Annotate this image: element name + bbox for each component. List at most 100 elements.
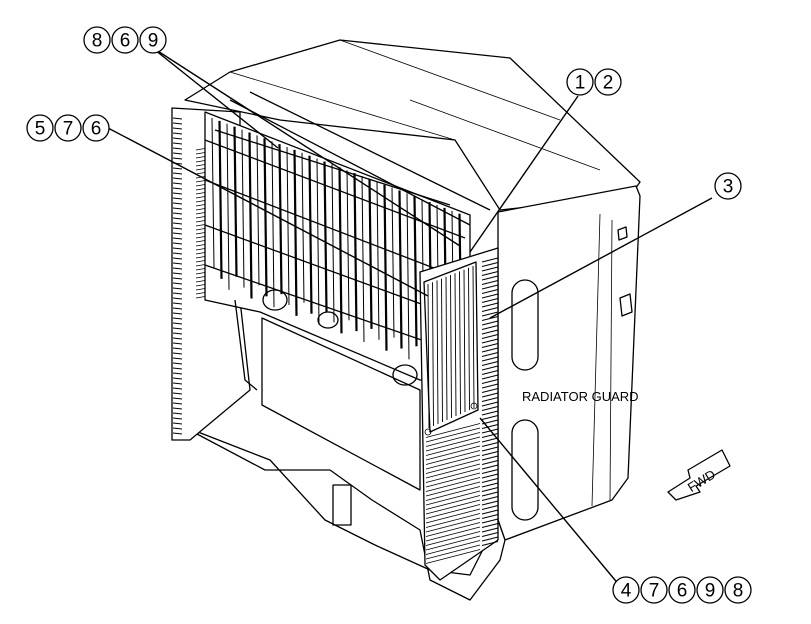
left-louver-line: [172, 312, 183, 315]
door-louver-line: [481, 406, 499, 411]
door-lower-louver-line: [425, 490, 481, 506]
left-louver-line: [172, 142, 183, 145]
door-louver-line: [481, 410, 499, 416]
door-louver-line: [481, 509, 499, 515]
door-louver-line: [481, 455, 499, 461]
left-louver-line: [172, 392, 183, 395]
door-lower-louver-line: [425, 472, 481, 488]
door-louver-line: [481, 473, 499, 479]
left-louver-line: [172, 412, 183, 415]
left-louver-line: [172, 247, 183, 250]
guard-body-outline: [179, 39, 641, 601]
left-louver-line: [172, 152, 183, 155]
core-fin-line: [331, 164, 335, 323]
screen-bar-line: [454, 273, 457, 417]
left-louver-line: [172, 332, 183, 335]
door-lower-louver-line: [425, 508, 481, 524]
left-louver-line: [172, 377, 183, 380]
left-louver-line: [172, 217, 183, 220]
left-louver-line: [172, 132, 183, 135]
door-louver-line: [481, 356, 499, 362]
core-fin-line: [271, 141, 275, 308]
core-fin-line: [391, 187, 395, 338]
callout-576-num-2: 7: [63, 119, 74, 140]
door-lower-louver-line: [425, 468, 481, 483]
callout-47698-num-2: 7: [649, 581, 660, 602]
callout-576: 5 7 6: [26, 114, 110, 142]
left-louver-line: [172, 117, 183, 120]
door-louver-line: [481, 392, 499, 398]
core-fin-line: [413, 196, 418, 347]
door-louver-line: [481, 361, 499, 366]
door-lower-louver-line: [425, 513, 481, 528]
leader-47698: [479, 417, 621, 587]
door-louver-line: [481, 424, 499, 429]
door-louver-line: [481, 379, 499, 384]
callout-869-num-3: 9: [148, 31, 159, 52]
screen-bar-line: [441, 278, 443, 423]
door-louver-line: [481, 370, 499, 375]
door-louver-line: [481, 487, 499, 492]
core-fin-line: [286, 146, 290, 306]
door-louver-line: [481, 257, 499, 263]
left-louver-line: [172, 267, 183, 270]
left-louver-line: [172, 387, 183, 390]
left-louver-line: [172, 177, 183, 180]
left-louver-line: [172, 137, 183, 140]
screen-bar-line: [472, 265, 475, 409]
door-lower-louver-line: [425, 477, 481, 492]
left-louver-line: [172, 282, 183, 285]
door-lower-louver-line: [425, 535, 481, 551]
left-louver-line: [172, 257, 183, 260]
door-louver-line: [481, 271, 499, 276]
left-louver-line: [172, 237, 183, 240]
door-lower-louver-line: [425, 522, 481, 537]
left-louver-line: [172, 357, 183, 360]
left-louver-line: [172, 187, 183, 190]
door-louver-line: [481, 374, 499, 380]
door-louver-line: [481, 280, 499, 285]
left-louver-line: [172, 362, 183, 365]
callout-47698-num-4: 9: [705, 581, 716, 602]
door-lower-louver-line: [425, 427, 481, 443]
left-louver-line: [172, 197, 183, 200]
callout-47698-num-3: 6: [677, 581, 688, 602]
leader-3: [489, 197, 713, 319]
door-louver-line: [481, 437, 499, 443]
core-fin-line: [346, 170, 350, 321]
left-louver-line: [172, 382, 183, 385]
left-louver-line: [172, 307, 183, 310]
door-lower-louver-line: [425, 549, 481, 564]
door-lower-louver-line: [425, 445, 481, 461]
left-louver-line: [172, 337, 183, 340]
callout-balloons: 8 6 9 5 7 6 1 2 3 4 7 6 9 8: [26, 26, 752, 604]
left-louver-line: [172, 172, 183, 175]
core-fin-line: [376, 181, 380, 340]
left-louver-line: [172, 347, 183, 350]
door-louver-line: [481, 536, 499, 542]
left-louver-line: [172, 407, 183, 410]
callout-47698: 4 7 6 9 8: [612, 576, 752, 604]
door-louver-line: [481, 397, 499, 402]
door-louver-line: [481, 518, 499, 524]
core-fin-line: [293, 149, 298, 316]
door-louver-line: [481, 262, 499, 267]
screen-bar-line: [459, 271, 461, 415]
core-fin-line: [368, 178, 373, 329]
left-louver-line: [172, 242, 183, 245]
leader-lines: [107, 45, 713, 587]
door-louver-line: [481, 325, 499, 330]
door-lower-louver-line: [425, 499, 481, 515]
door-louver-line: [481, 352, 499, 357]
door-lower-louver-line: [425, 526, 481, 542]
left-louver-line: [172, 327, 183, 330]
door-louver-line: [481, 478, 499, 483]
door-louver-line: [481, 383, 499, 389]
door-lower-louver-line: [425, 463, 481, 479]
left-louver-line: [172, 352, 183, 355]
door-lower-louver-line: [425, 540, 481, 555]
callout-869-num-2: 6: [120, 31, 131, 52]
left-louver-line: [172, 432, 183, 435]
left-louver-line: [172, 287, 183, 290]
leader-869-a: [149, 45, 279, 149]
